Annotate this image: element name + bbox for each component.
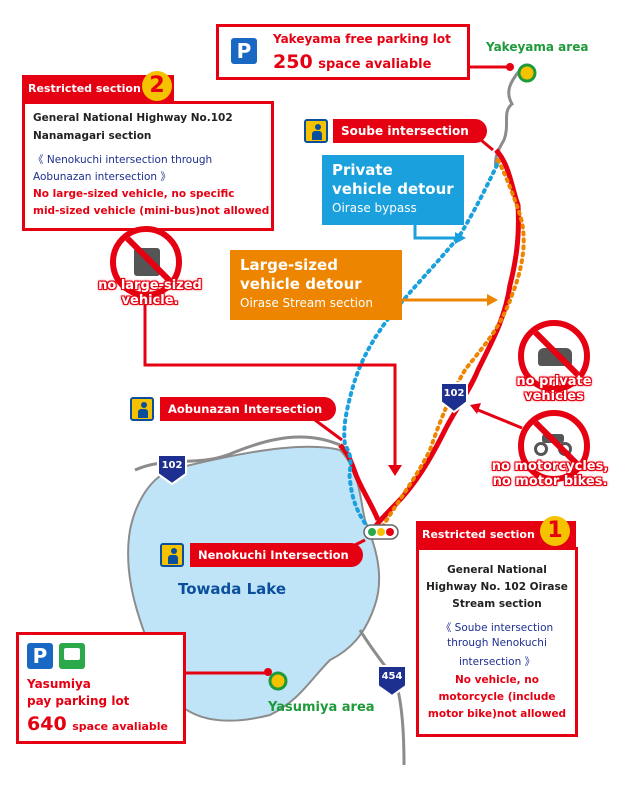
no-motor-line2: no motor bikes. [492, 474, 608, 489]
route-shield-454 [377, 665, 407, 698]
pointer-orange-head [487, 294, 498, 306]
yasumiya-red-dot [264, 668, 272, 676]
restricted1-number: 1 [540, 516, 570, 546]
yakeyama-parking-box: P Yakeyama free parking lot 250 space av… [216, 24, 470, 80]
yakeyama-count-suffix: space avaliable [318, 57, 432, 72]
restricted1-rule3: motor bike)not allowed [427, 708, 567, 720]
yakeyama-parking-count: 250 space avaliable [273, 51, 431, 73]
restricted1-range3: intersection 》 [458, 656, 536, 668]
pointer-no-large-arrow [388, 465, 402, 476]
private-detour-sub: Oirase bypass [332, 201, 417, 215]
route-label-102-west: 102 [161, 460, 183, 471]
large-detour-route [380, 158, 526, 530]
yasumiya-parking-count: 640 space avaliable [27, 713, 168, 735]
restricted1-range1: 《 Soube intersection [440, 622, 554, 634]
restricted2-range1: 《 Nenokuchi intersection through [33, 154, 213, 166]
yasumiya-area-label: Yasumiya area [268, 700, 375, 715]
yasumiya-count-suffix: space avaliable [72, 720, 168, 733]
restricted2-rule2: mid-sized vehicle (mini-bus)not allowed [33, 205, 270, 217]
restricted1-box: General National Highway No. 102 Oirase … [416, 547, 578, 737]
private-detour-box: Private vehicle detour Oirase bypass [322, 155, 464, 225]
restricted2-range2: Aobunazan intersection 》 [33, 171, 171, 183]
restricted2-road: General National Highway No.102 [33, 112, 233, 124]
road-454-south [358, 629, 406, 766]
yakeyama-count-number: 250 [273, 51, 313, 73]
signal-person-icon-nenokuchi [160, 543, 184, 567]
no-private-line1: no private [516, 374, 592, 389]
lake-label: Towada Lake [178, 580, 287, 598]
private-detour-line2: vehicle detour [332, 180, 454, 198]
restricted1-road2: Highway No. 102 Oirase [426, 581, 568, 593]
no-private-line2: vehicles [524, 389, 584, 404]
yasumiya-parking-line1: Yasumiya [27, 677, 91, 691]
yakeyama-marker [517, 63, 537, 83]
large-detour-line2: vehicle detour [240, 275, 362, 293]
yasumiya-count-number: 640 [27, 713, 67, 735]
aobunazan-label: Aobunazan Intersection [160, 397, 337, 421]
restricted1-rule2: motorcycle (include [438, 691, 556, 703]
signal-person-icon-aobunazan [130, 397, 154, 421]
yakeyama-red-dot [506, 63, 514, 71]
large-detour-box: Large-sized vehicle detour Oirase Stream… [230, 250, 402, 320]
large-detour-line1: Large-sized [240, 256, 338, 274]
no-motor-line1: no motorcycles, [491, 459, 609, 474]
parking-icon: P [231, 38, 257, 64]
pointer-blue-head [455, 232, 466, 244]
route-label-454: 454 [381, 671, 403, 682]
route-shield-102-east [440, 382, 468, 414]
nenokuchi-label: Nenokuchi Intersection [190, 543, 363, 567]
restricted1-title-bar: Restricted section 1 [416, 516, 576, 549]
yakeyama-area-label: Yakeyama area [486, 40, 589, 54]
no-motorcycle-icon [518, 410, 590, 482]
restricted2-title-bar: Restricted section 2 [22, 71, 174, 103]
restricted2-rule1: No large-sized vehicle, no specific [33, 188, 235, 200]
restricted2-road2: Nanamagari section [33, 130, 152, 142]
restricted1-road1: General National [447, 564, 547, 576]
yakeyama-parking-title: Yakeyama free parking lot [273, 32, 451, 46]
restricted2-box: General National Highway No.102 Nanamaga… [22, 101, 274, 231]
large-detour-sub: Oirase Stream section [240, 296, 373, 310]
no-truck-icon [110, 226, 182, 298]
no-large-label: no large-sized vehicle. [80, 278, 220, 308]
pointer-aobunazan [314, 418, 343, 442]
no-private-label: no private vehicles [498, 374, 610, 404]
soube-label: Soube intersection [333, 119, 487, 143]
route-label-102-east: 102 [443, 388, 465, 399]
yasumiya-parking-line2: pay parking lot [27, 694, 130, 708]
restricted2-title: Restricted section [28, 82, 141, 95]
parking-icon-yasumiya: P [27, 643, 53, 669]
no-large-line1: no large-sized [98, 278, 202, 293]
no-car-icon [518, 320, 590, 392]
signal-person-icon-soube [304, 119, 328, 143]
route-shield-102-west [157, 454, 187, 486]
restricted1-range2: through Nenokuchi [447, 637, 547, 649]
pointer-no-motor [477, 408, 523, 430]
pointer-no-large [143, 300, 397, 470]
no-motor-label: no motorcycles, no motor bikes. [484, 459, 616, 489]
pointer-blue-arrow [413, 225, 455, 240]
restricted2-number: 2 [142, 71, 172, 101]
yasumiya-marker [268, 671, 288, 691]
restricted1-road3: Stream section [452, 598, 542, 610]
private-detour-line1: Private [332, 161, 393, 179]
yasumiya-parking-box: P Yasumiya pay parking lot 640 space ava… [16, 632, 186, 744]
restricted1-title: Restricted section [422, 528, 535, 541]
restricted1-rule1: No vehicle, no [455, 674, 539, 686]
pointer-no-motor-head [470, 403, 481, 414]
no-large-line2: vehicle. [121, 293, 179, 308]
bus-icon [59, 643, 85, 669]
